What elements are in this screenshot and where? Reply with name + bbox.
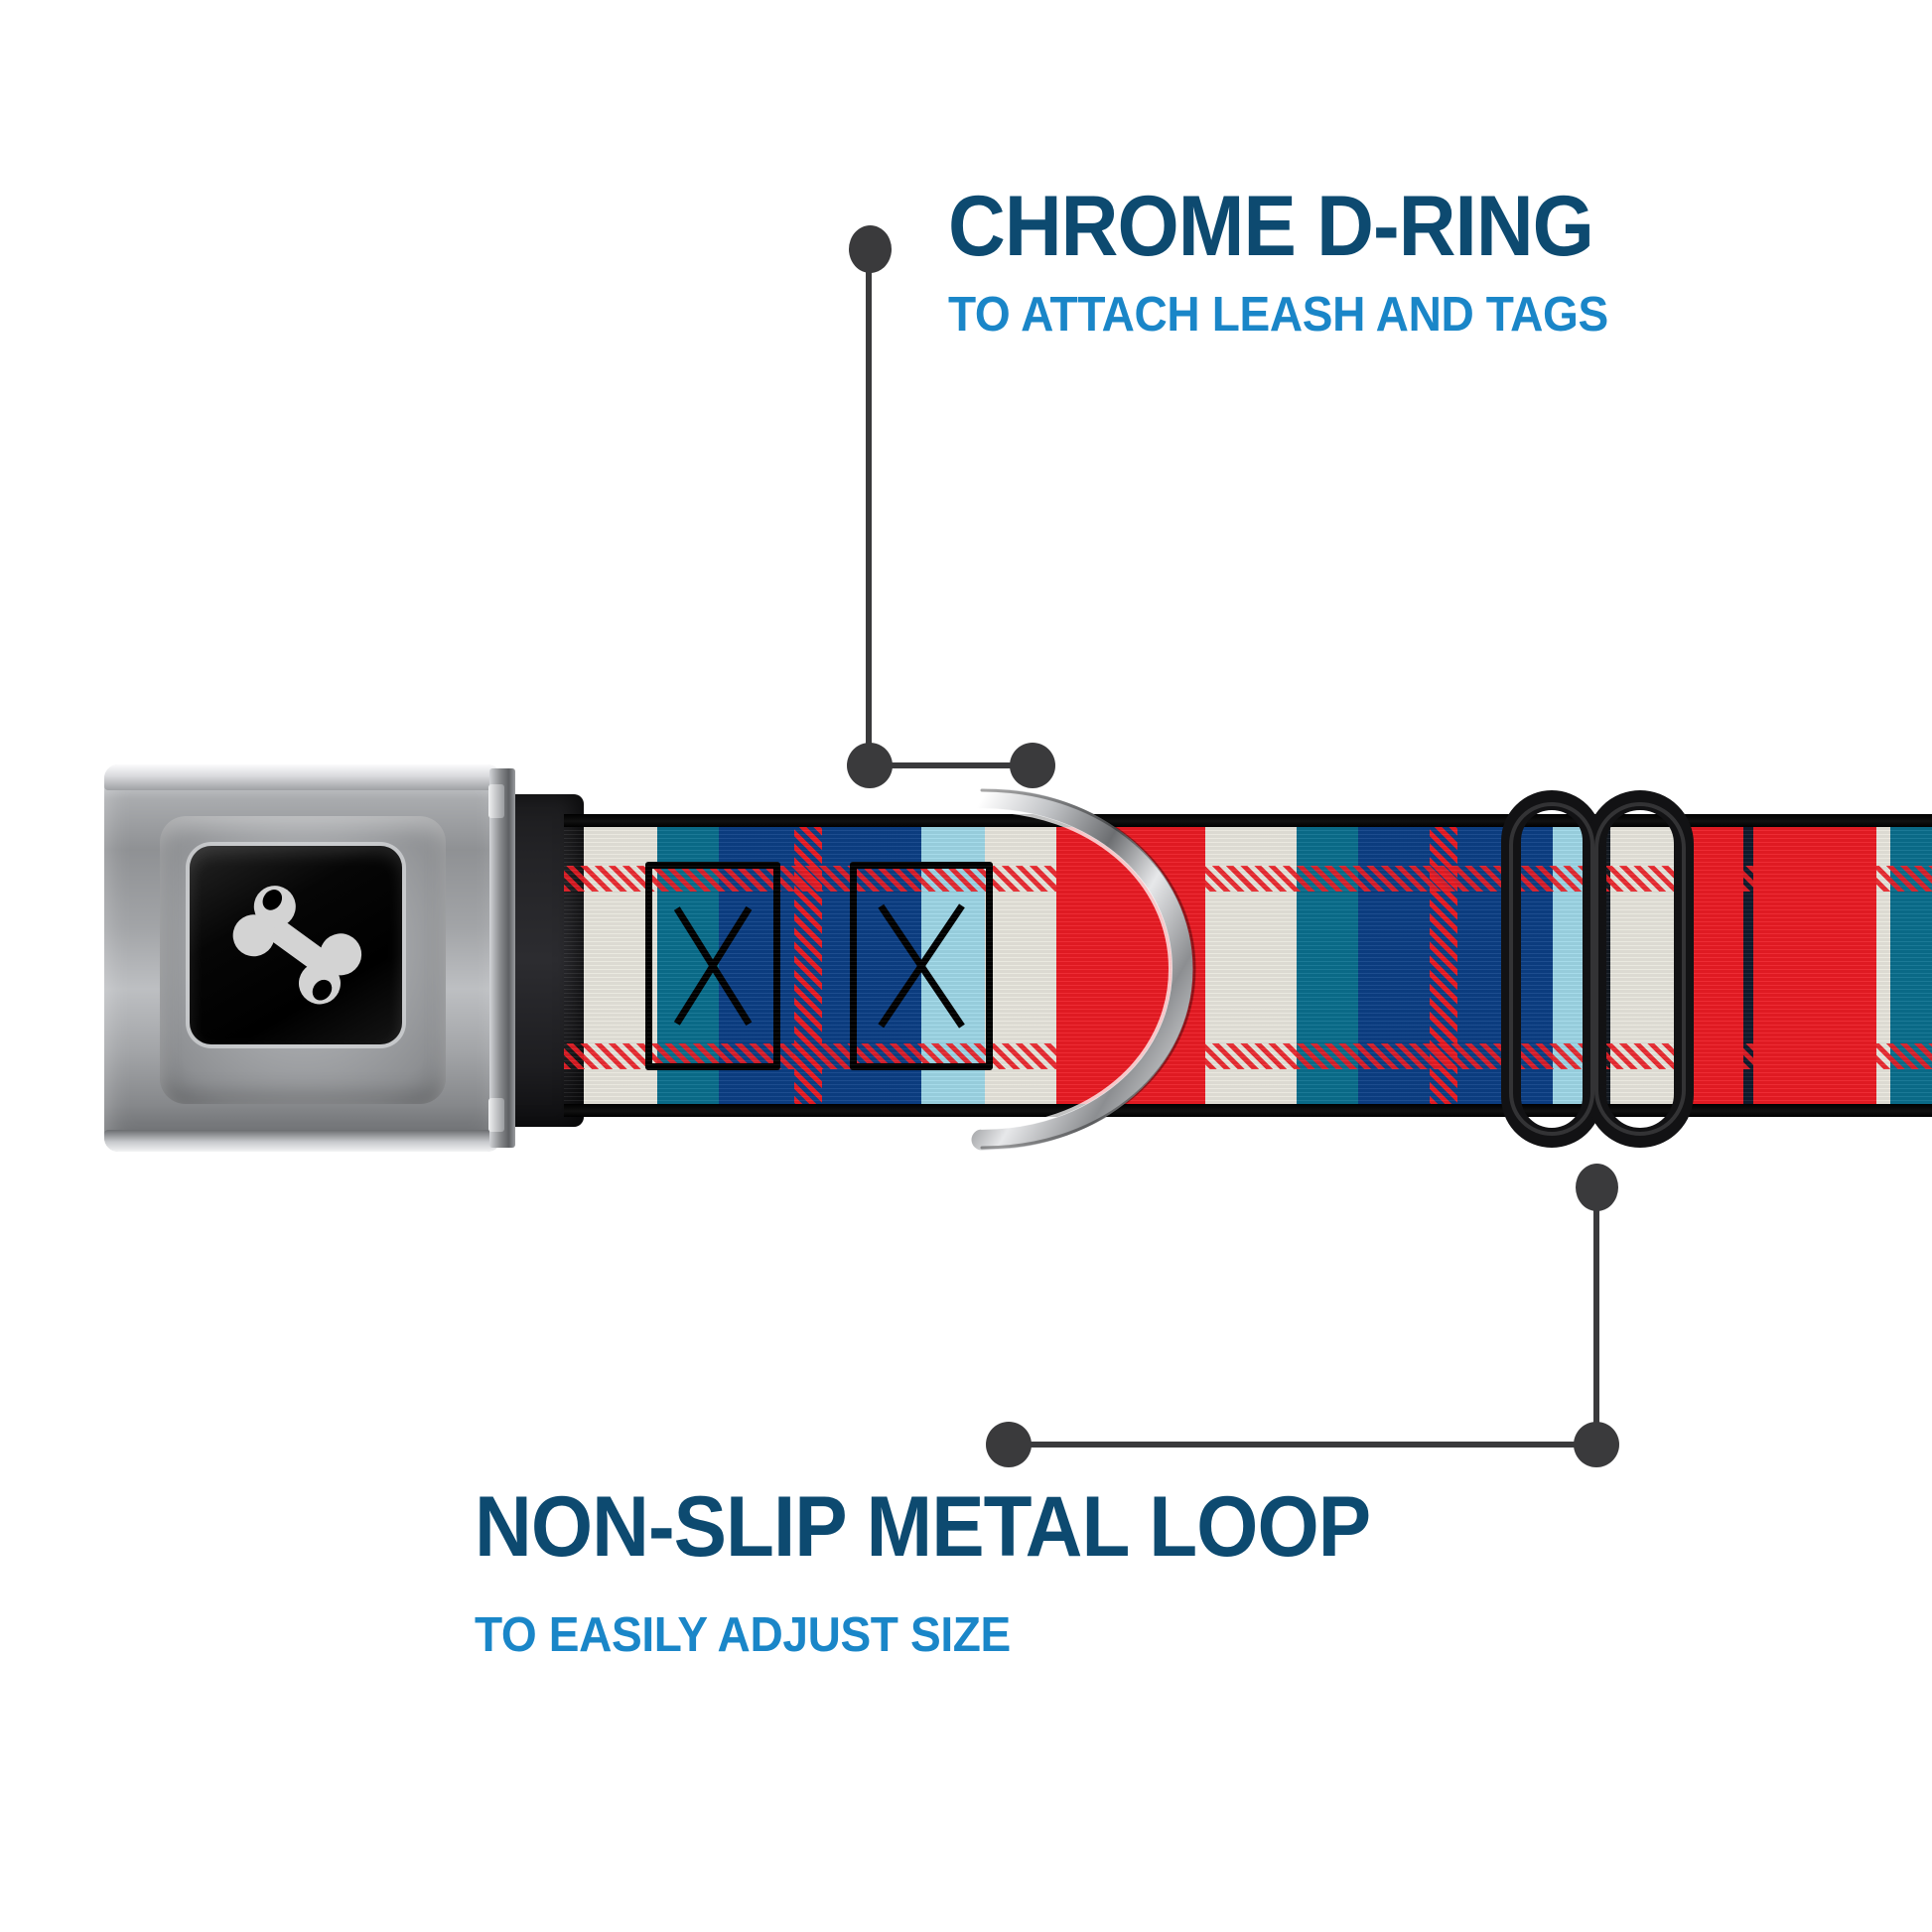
stripe-dark-navy-accent-1 — [1743, 814, 1753, 1117]
buckle-clip-notch-bottom — [488, 1098, 504, 1132]
stripe-teal-2 — [1297, 814, 1358, 1117]
stripe-cream-gap-4 — [1876, 814, 1882, 1117]
buckle-right-clip — [489, 768, 515, 1148]
strap-edge-stitch-top — [564, 814, 1932, 827]
leader-line-bottom-horizontal — [1006, 1442, 1596, 1448]
callout-subtitle-chrome-d-ring: TO ATTACH LEASH AND TAGS — [948, 288, 1608, 342]
stripe-red-check-vertical-1 — [794, 814, 822, 1117]
callout-title-non-slip-metal-loop: NON-SLIP METAL LOOP — [475, 1479, 1371, 1575]
horizontal-check-top — [564, 866, 1932, 892]
dog-bone-icon — [190, 846, 402, 1044]
stripe-red-check-vertical-2 — [1430, 814, 1457, 1117]
strap-edge-stitch-bottom — [564, 1104, 1932, 1117]
buckle-black-face — [190, 846, 402, 1044]
callout-subtitle-non-slip-metal-loop: TO EASILY ADJUST SIZE — [475, 1608, 1011, 1662]
collar-strap — [564, 814, 1932, 1117]
stripe-red-3 — [1751, 814, 1876, 1117]
chrome-d-ring[interactable] — [948, 780, 1208, 1158]
buckle-bottom-chrome-edge — [104, 1130, 501, 1152]
stripe-teal-3 — [1890, 814, 1932, 1117]
box-stitch-right — [850, 862, 993, 1070]
callout-chrome-d-ring: CHROME D-RING TO ATTACH LEASH AND TAGS — [948, 184, 1650, 340]
strap-plaid-fabric — [564, 814, 1932, 1117]
leader-dot-bottom-anchor — [986, 1422, 1032, 1467]
horizontal-check-bottom — [564, 1043, 1932, 1069]
leader-dot-top-target-d-ring — [1010, 743, 1055, 788]
seatbelt-buckle[interactable] — [104, 764, 515, 1152]
stripe-cream-gap-2 — [1205, 814, 1297, 1117]
leader-line-top-vertical — [866, 248, 872, 766]
non-slip-metal-loop[interactable] — [1501, 790, 1695, 1148]
leader-line-top-horizontal — [870, 762, 1036, 768]
box-stitch-left — [645, 862, 780, 1070]
callout-non-slip-metal-loop: NON-SLIP METAL LOOP TO EASILY ADJUST SIZ… — [475, 1484, 1438, 1660]
callout-title-chrome-d-ring: CHROME D-RING — [948, 179, 1594, 274]
buckle-clip-notch-top — [488, 784, 504, 818]
leader-line-bottom-vertical — [1593, 1187, 1599, 1446]
buckle-top-chrome-edge — [104, 764, 501, 790]
